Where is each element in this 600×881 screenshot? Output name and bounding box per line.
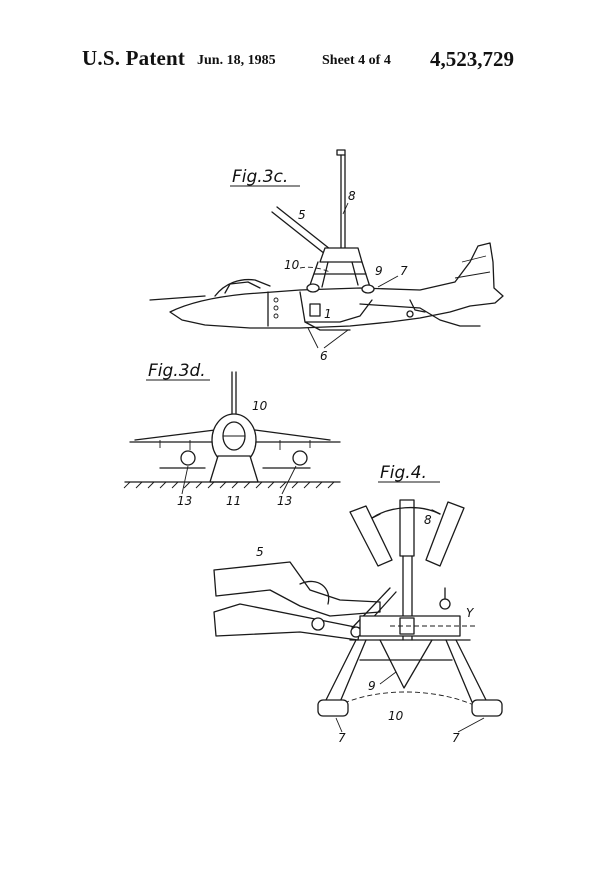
- ref-13-right: 13: [277, 494, 292, 508]
- ref-7-right: 7: [452, 731, 460, 745]
- ref-8-detail: 8: [424, 513, 432, 527]
- intake-door: [309, 303, 321, 317]
- patent-header: U.S. Patent Jun. 18, 1985 Sheet 4 of 4 4…: [0, 0, 600, 90]
- ref-5: 5: [298, 208, 306, 222]
- ref-5-detail: 5: [256, 545, 264, 559]
- handling-rig-3c: [271, 149, 375, 294]
- ref-9: 9: [375, 264, 383, 278]
- patent-number: 4,523,729: [430, 47, 514, 71]
- ref-13-left: 13: [177, 494, 192, 508]
- sheet-indicator: Sheet 4 of 4: [322, 53, 391, 68]
- aircraft-front-view: [123, 371, 341, 489]
- ref-10-detail: 10: [388, 709, 404, 723]
- figure-3d: Fig.3d. 10 13 11 13: [123, 361, 341, 508]
- aircraft-side-view: [149, 242, 504, 331]
- figure-4: Fig.4.: [213, 463, 503, 745]
- fig3d-label: Fig.3d.: [148, 361, 206, 381]
- patent-label: U.S. Patent: [82, 46, 186, 70]
- ref-10: 10: [284, 258, 300, 272]
- handling-rig-detail: [213, 499, 503, 717]
- ref-9-detail: 9: [368, 679, 376, 693]
- patent-date: Jun. 18, 1985: [197, 53, 276, 68]
- ref-7-left: 7: [338, 731, 346, 745]
- ref-10-front: 10: [252, 399, 268, 413]
- ref-11: 11: [226, 494, 241, 508]
- ref-1: 1: [324, 307, 332, 321]
- figure-3c: Fig.3c.: [149, 149, 504, 363]
- fig3c-label: Fig.3c.: [232, 167, 288, 187]
- fig4-label: Fig.4.: [380, 463, 427, 483]
- ref-Y: Y: [466, 606, 475, 620]
- ref-6: 6: [320, 349, 328, 363]
- ref-8: 8: [348, 189, 356, 203]
- ref-7: 7: [400, 264, 408, 278]
